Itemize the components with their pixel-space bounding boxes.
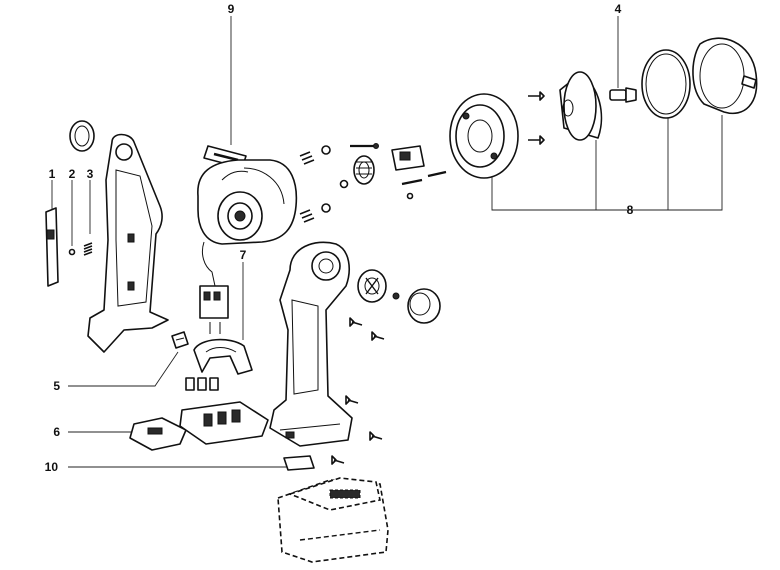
pin-lower-a xyxy=(401,178,423,186)
terminal-blocks xyxy=(185,377,219,391)
screws-housing xyxy=(331,317,385,465)
spring-bottom xyxy=(299,209,315,223)
part-2-ball xyxy=(68,248,76,256)
callout-10: 10 xyxy=(45,460,59,474)
washer-top xyxy=(321,145,331,155)
coil-spring-center xyxy=(353,155,375,185)
callout-7: 7 xyxy=(240,248,247,262)
part-8-front-cap xyxy=(692,37,758,115)
housing-right-half xyxy=(269,241,353,447)
spring-top xyxy=(299,151,315,165)
leader-lines xyxy=(51,16,723,468)
callout-3: 3 xyxy=(87,167,94,181)
battery-pack-dashed xyxy=(277,477,389,563)
part-7-circuit-board xyxy=(199,285,229,334)
screws-bezel xyxy=(528,91,545,145)
part-3-spring xyxy=(83,242,93,256)
callout-labels: 1 2 3 4 5 6 7 8 9 10 xyxy=(45,2,634,474)
callout-1: 1 xyxy=(49,167,56,181)
part-8-lens xyxy=(641,49,691,119)
small-nut xyxy=(339,179,349,189)
callout-2: 2 xyxy=(69,167,76,181)
part-1-switch-plate xyxy=(45,207,59,287)
callout-8: 8 xyxy=(627,203,634,217)
small-ball-right xyxy=(406,192,414,200)
part-9-head-module xyxy=(197,159,298,301)
part-5-connector xyxy=(171,331,189,349)
part-8-bezel-ring xyxy=(449,93,519,179)
part-4-led xyxy=(609,87,637,103)
washer-bottom xyxy=(321,203,331,213)
battery-contact-bracket xyxy=(193,338,253,375)
part-6-latch xyxy=(129,417,187,451)
callout-5: 5 xyxy=(53,379,60,393)
callout-6: 6 xyxy=(53,425,60,439)
pin-top xyxy=(350,143,379,149)
part-10-pad xyxy=(283,455,315,471)
selector-wheel xyxy=(357,269,387,303)
part-8-reflector xyxy=(559,71,603,141)
battery-interface-plate xyxy=(179,401,269,445)
led-socket xyxy=(391,145,425,171)
o-ring-small xyxy=(69,120,95,152)
housing-left-half xyxy=(87,133,169,353)
selector-knob xyxy=(407,288,441,324)
callout-4: 4 xyxy=(615,2,622,16)
pin-lower-b xyxy=(427,170,447,178)
callout-9: 9 xyxy=(228,2,235,16)
small-screw-wheel xyxy=(392,292,400,300)
